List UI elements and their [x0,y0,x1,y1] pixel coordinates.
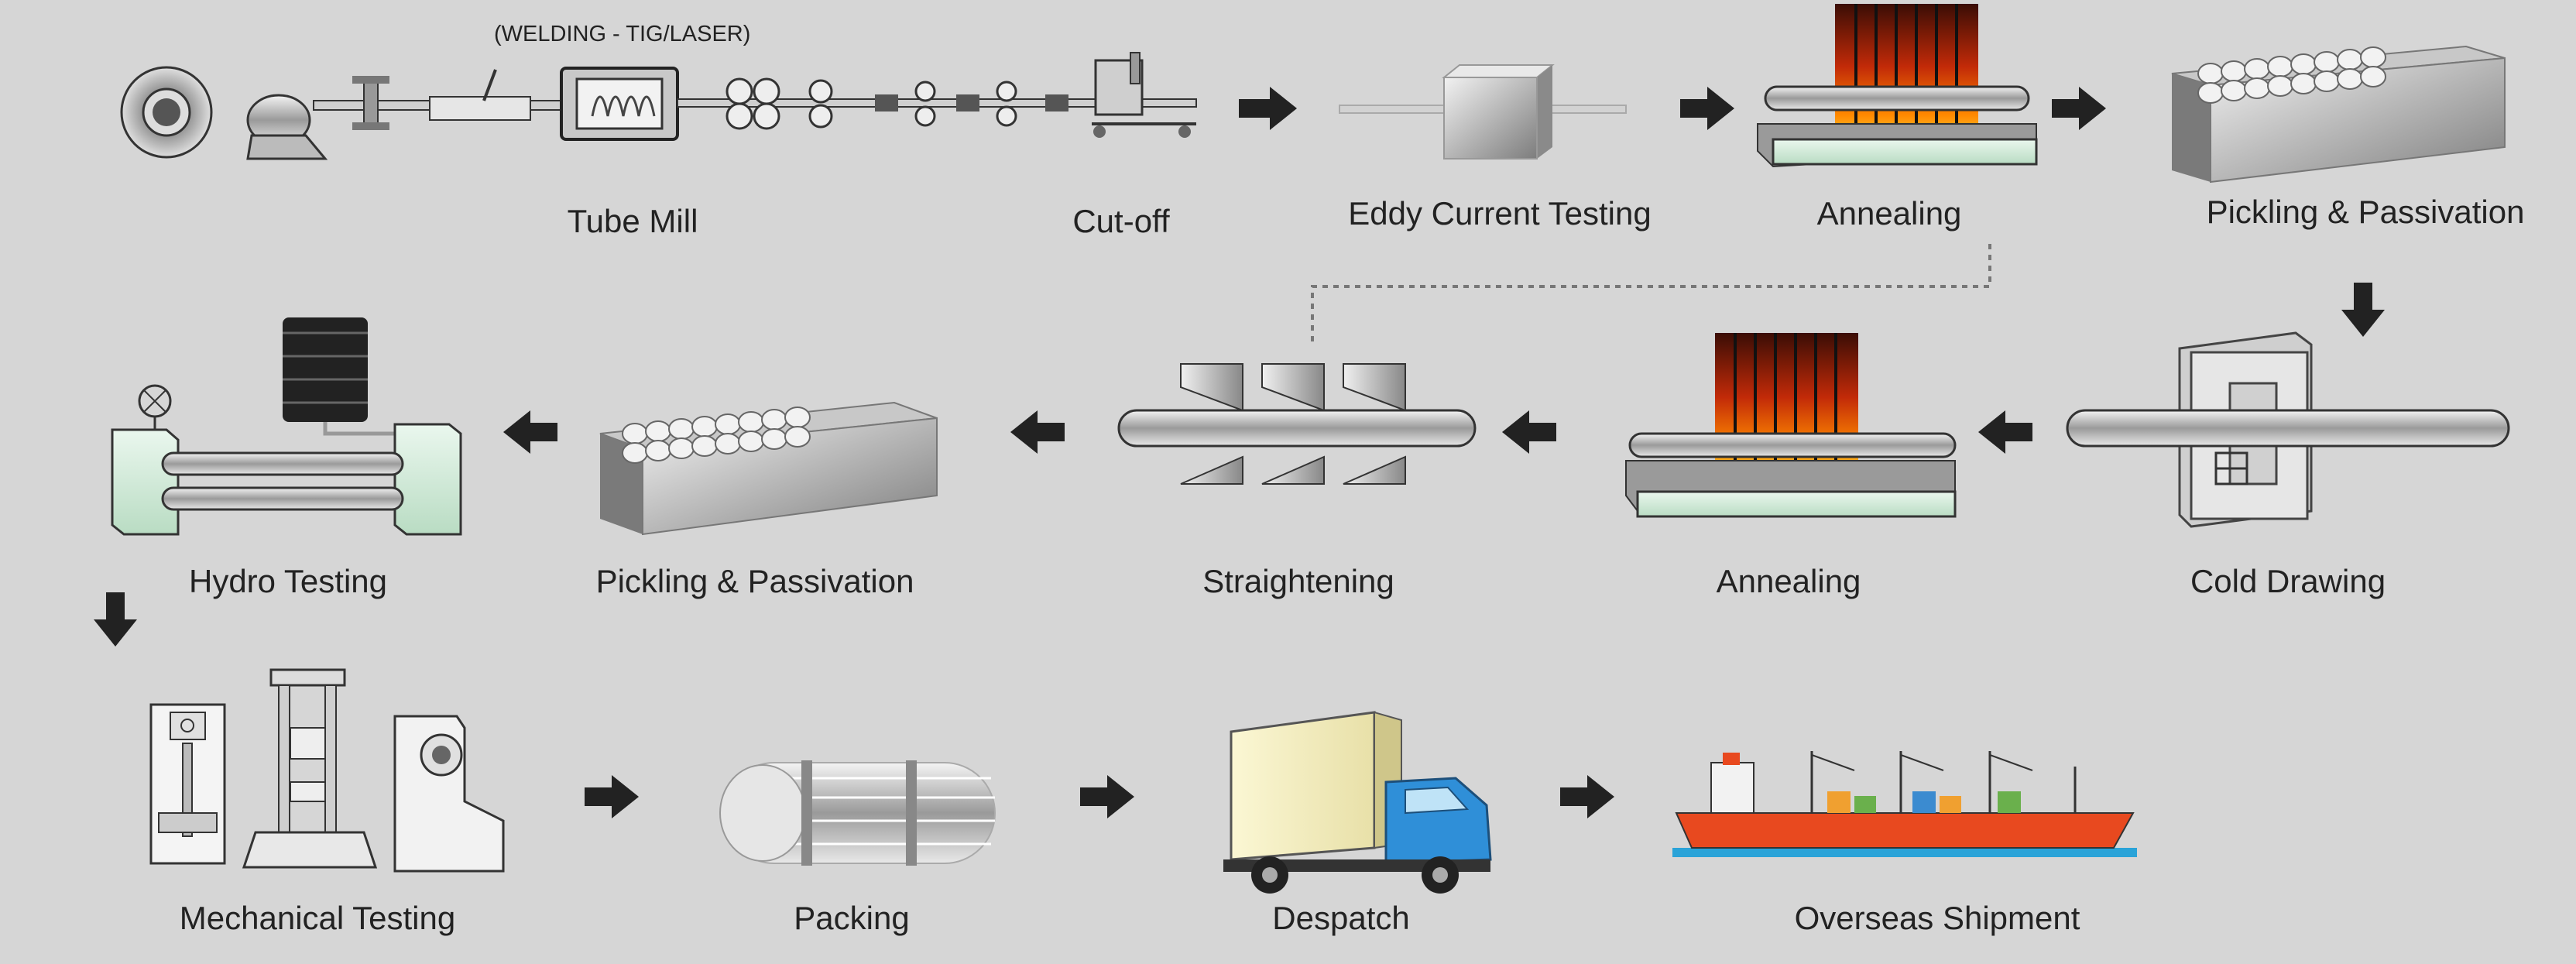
arrow-right-2 [1680,87,1734,130]
dashed-connector [1311,244,1991,345]
label-annealing-2: Annealing [1716,563,1861,599]
label-cold-drawing: Cold Drawing [2190,563,2386,599]
label-cut-off: Cut-off [1072,203,1170,239]
arrow-left-4 [503,410,557,454]
cut-off-machine [1092,52,1196,138]
mechanical-testing-machines [149,668,505,873]
label-pickling-passivation-2: Pickling & Passivation [595,563,914,599]
label-straightening: Straightening [1202,563,1394,599]
cargo-ship [1672,751,2137,857]
eddy-current-tester [1339,64,1627,160]
arrow-left-1 [1978,410,2032,454]
label-overseas-shipment: Overseas Shipment [1794,900,2080,936]
pickling-tank-2 [599,401,938,536]
label-hydro-testing: Hydro Testing [188,563,388,599]
label-packing: Packing [794,900,910,936]
label-annealing-1: Annealing [1816,195,1962,232]
tube-mill-machine [120,66,1197,160]
arrow-right-3 [2052,87,2106,130]
arrow-right-6 [1560,775,1614,818]
packing-bundle [719,760,996,866]
label-eddy-current-testing: Eddy Current Testing [1348,195,1652,232]
arrow-right-5 [1080,775,1134,818]
label-mechanical-testing: Mechanical Testing [179,900,456,936]
cold-drawing-machine [2066,331,2510,528]
arrow-left-3 [1010,410,1065,454]
arrow-down-2 [94,592,137,647]
annealing-furnace-1 [1757,4,2038,168]
arrow-right-4 [585,775,639,818]
welding-note: (WELDING - TIG/LASER) [494,22,751,46]
arrow-down-1 [2341,283,2385,337]
arrow-right-1 [1239,87,1297,130]
label-tube-mill: Tube Mill [567,203,698,239]
arrow-left-2 [1502,410,1556,454]
despatch-truck [1223,711,1492,894]
label-despatch: Despatch [1272,900,1410,936]
straightening-machine [1117,363,1477,485]
annealing-furnace-2 [1625,333,1957,518]
hydro-testing-machine [111,317,462,536]
pickling-tank-1 [2171,45,2506,184]
label-pickling-passivation-1: Pickling & Passivation [2206,194,2525,230]
